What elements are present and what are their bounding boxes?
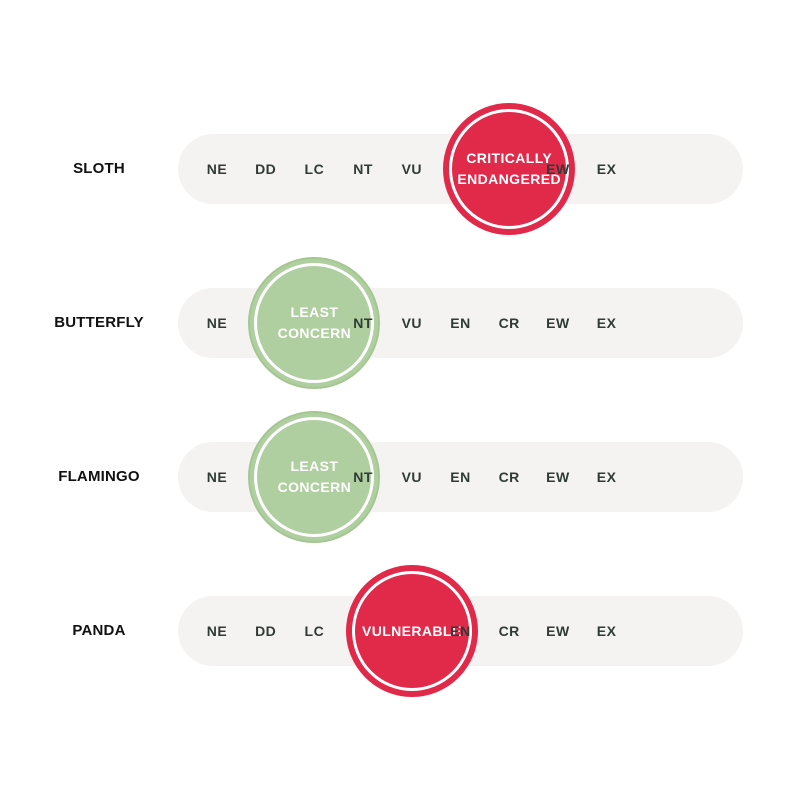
status-badge-label: CRITICALLY ENDANGERED [457,150,561,187]
status-badge-inner-ring: LEAST CONCERN [254,263,375,383]
status-code-ne: NE [206,623,228,639]
status-scale-track: NEDDLCNTVULNERABLEENCREWEX [178,565,743,697]
status-code-cr: CR [498,469,520,485]
species-name: PANDA [72,622,126,639]
status-code-en: EN [450,469,471,485]
status-code-ew: EW [546,161,570,177]
species-name: SLOTH [73,160,125,177]
status-code-ex: EX [596,623,617,639]
status-code-cr: CR [498,623,520,639]
status-badge-label: VULNERABLE [361,622,462,639]
species-row-panda: PANDANEDDLCNTVULNERABLEENCREWEX [0,565,800,697]
status-code-dd: DD [255,161,277,177]
status-code-lc: LC [304,623,325,639]
status-badge-inner-ring: CRITICALLY ENDANGERED [449,109,570,229]
current-status-badge: LEAST CONCERN [248,257,381,389]
status-code-vu: VU [401,161,423,177]
status-code-ew: EW [546,469,570,485]
status-code-nt: NT [353,161,373,177]
status-code-ew: EW [546,623,570,639]
current-status-badge: CRITICALLY ENDANGERED [443,103,576,235]
status-code-ex: EX [596,161,617,177]
species-name: BUTTERFLY [54,314,144,331]
status-badge-inner-ring: LEAST CONCERN [254,417,375,537]
status-code-ne: NE [206,315,228,331]
status-code-en: EN [450,315,471,331]
species-name: FLAMINGO [58,468,140,485]
status-code-nt: NT [353,315,373,331]
status-code-nt: NT [353,469,373,485]
status-badge-label: LEAST CONCERN [277,304,352,341]
status-code-en: EN [450,623,471,639]
status-badge-inner-ring: VULNERABLE [351,571,472,691]
status-code-ew: EW [546,315,570,331]
status-code-ex: EX [596,315,617,331]
current-status-badge: LEAST CONCERN [248,411,381,543]
status-code-lc: LC [304,161,325,177]
status-code-ex: EX [596,469,617,485]
status-code-vu: VU [401,315,423,331]
status-badge-label: LEAST CONCERN [277,458,352,495]
status-code-vu: VU [401,469,423,485]
status-code-cr: CR [498,315,520,331]
status-code-ne: NE [206,469,228,485]
status-code-dd: DD [255,623,277,639]
species-row-sloth: SLOTHNEDDLCNTVUENCRITICALLY ENDANGEREDEW… [0,103,800,235]
current-status-badge: VULNERABLE [345,565,478,697]
status-code-ne: NE [206,161,228,177]
